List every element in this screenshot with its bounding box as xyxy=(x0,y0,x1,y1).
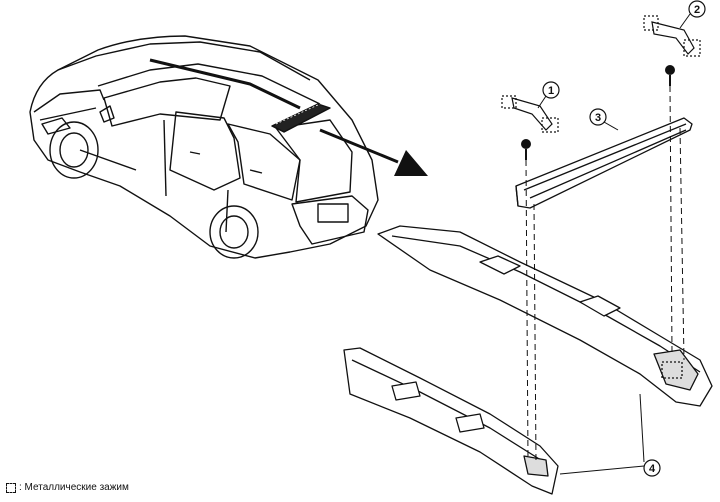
roof-rail-lower xyxy=(343,347,559,495)
legend-text: : Металлические зажим xyxy=(19,482,129,493)
callout-3-label: 3 xyxy=(595,112,601,124)
callout-4: 4 xyxy=(643,459,661,477)
callout-1: 1 xyxy=(542,81,560,99)
callout-3: 3 xyxy=(589,108,607,126)
legend: : Металлические зажим xyxy=(6,482,129,493)
pointer-arrow xyxy=(319,128,428,176)
leader-lines xyxy=(537,13,691,475)
suv-vehicle xyxy=(29,35,379,259)
assembly-guide-lines xyxy=(525,85,685,463)
metal-clip-2 xyxy=(643,15,701,57)
roof-rail-upper xyxy=(377,225,713,407)
metal-clip-1 xyxy=(501,95,559,133)
screw-2 xyxy=(665,65,675,86)
metal-clip-symbol-icon xyxy=(6,482,16,493)
roof-strip-part xyxy=(515,117,693,209)
callout-2: 2 xyxy=(688,0,706,18)
callout-4-label: 4 xyxy=(649,463,656,475)
callout-2-label: 2 xyxy=(694,4,700,16)
callout-1-label: 1 xyxy=(548,85,554,97)
screw-1 xyxy=(521,139,531,160)
